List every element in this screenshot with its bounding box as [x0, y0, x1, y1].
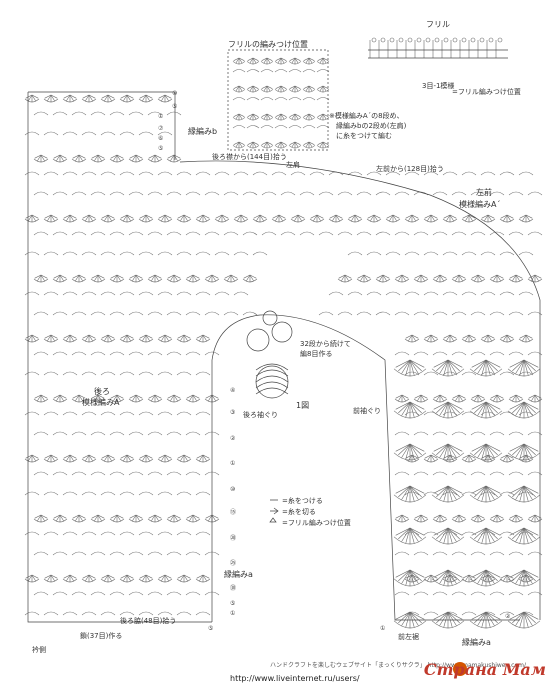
row-number-marker: ⑤: [158, 145, 163, 152]
pattern-b-label: 縁編みb: [188, 127, 218, 136]
edge-a-bottom-label: 縁編みa: [462, 638, 491, 647]
frill-legend: =フリル編みつけ位置: [452, 88, 521, 96]
row-number-marker: ⑤: [172, 103, 177, 110]
row-number-marker: ⑥: [158, 135, 163, 142]
left-front-label: 左前: [476, 188, 492, 197]
row32-note-1: 32段から続けて: [300, 340, 351, 348]
row-number-marker: ②: [230, 435, 236, 442]
row-number-marker: ㉚: [230, 584, 236, 592]
row32-note-2: 編8目作る: [300, 350, 333, 358]
row-number-marker: ⑤: [208, 625, 213, 632]
row-number-marker: ①: [230, 610, 235, 617]
edge-a-label: 縁編みa: [224, 570, 253, 579]
frill-label: フリル: [426, 20, 450, 29]
left-front-pattern: 模様編みA´: [459, 200, 501, 209]
legend-frill: =フリル編みつけ位置: [282, 519, 351, 527]
left-shoulder-label: 左肩: [286, 161, 300, 169]
watermark: Страна Мам: [423, 660, 546, 679]
chain-start: 鎖(37目)作る: [80, 632, 123, 640]
row-note: 3目-1模様: [422, 82, 455, 90]
row-number-marker: ⑤: [230, 600, 235, 607]
back-neck-pickup: 後ろ襟から(144目)拾う: [212, 153, 287, 161]
row-number-marker: ④: [230, 387, 235, 394]
row-number-marker: ㉕: [230, 559, 236, 567]
hem-side: 衿側: [32, 646, 46, 654]
row-number-marker: ③: [230, 409, 235, 416]
legend-attach: =糸をつける: [282, 497, 323, 505]
left-front-pickup: 左前から(128目)拾う: [376, 165, 444, 173]
row-number-marker: ⑩: [230, 486, 235, 493]
note-line-2: 縁編みbの2段め(左肩): [336, 122, 407, 130]
back-armhole-label: 後ろ袖ぐり: [243, 411, 278, 419]
figure-number: 1図: [296, 401, 310, 410]
row-number-marker: ⑳: [230, 534, 236, 542]
row-number-marker: ①: [158, 113, 163, 120]
front-armhole-label: 前袖ぐり: [353, 407, 381, 415]
row-number-marker: ⑦: [158, 125, 164, 132]
row-number-marker: ①: [380, 625, 385, 632]
row-number-marker: ②: [505, 613, 511, 620]
legend-cut: =糸を切る: [282, 508, 316, 516]
frill-attach-label: フリルの編みつけ位置: [228, 40, 308, 49]
row-number-marker: ①: [230, 460, 235, 467]
back-pattern-label: 模様編みA: [82, 398, 120, 407]
row-number-marker: ⑮: [230, 508, 236, 516]
back-label: 後ろ: [94, 387, 110, 396]
note-line-1: ※模様編みA´の8段め、: [329, 112, 404, 120]
front-hem-label: 前左裾: [398, 633, 419, 641]
watermark-logo-icon: [453, 662, 467, 676]
footer-credit: ハンドクラフトを楽しむウェブサイト「まっくりサクラ」 http://www.ma…: [270, 662, 527, 669]
source-url[interactable]: http://www.liveinternet.ru/users/: [230, 674, 360, 683]
row-number-marker: ⑩: [172, 90, 177, 97]
back-hem-pickup: 後ろ脇(48目)拾う: [120, 617, 177, 625]
note-line-3: に糸をつけて編む: [336, 132, 392, 140]
